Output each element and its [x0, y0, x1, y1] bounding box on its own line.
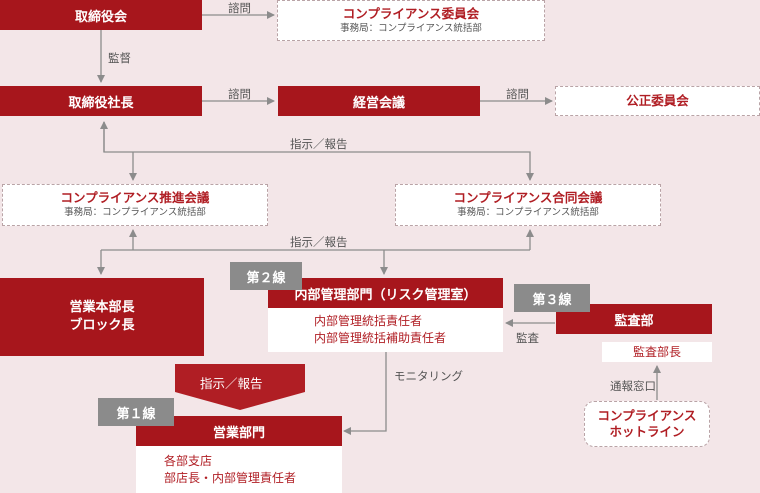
- promotion-meeting-title: コンプライアンス推進会議: [60, 190, 210, 205]
- instruct-report-label-1: 指示／報告: [290, 137, 348, 151]
- line3-label: 第３線: [532, 292, 572, 308]
- sales-dept-line2: 部店長・内部管理責任者: [164, 470, 297, 485]
- internal-control-body: 内部管理統括責任者 内部管理統括補助責任者: [268, 308, 503, 352]
- management-meeting-label: 経営会議: [352, 95, 405, 111]
- internal-control-line1: 内部管理統括責任者: [314, 314, 423, 328]
- sales-dept-title: 営業部門: [212, 425, 265, 441]
- internal-control-title: 内部管理部門（リスク管理室）: [294, 287, 477, 303]
- joint-meeting-box: コンプライアンス合同会議 事務局：コンプライアンス統括部: [395, 184, 661, 226]
- instruct-report-label-2: 指示／報告: [290, 235, 348, 249]
- hotline-line2: ホットライン: [609, 424, 685, 439]
- internal-control-header: 内部管理部門（リスク管理室）: [268, 278, 503, 308]
- board-label: 取締役会: [74, 9, 127, 25]
- arrow-monitoring: [343, 352, 387, 435]
- sales-dept-line1: 各部支店: [164, 453, 213, 468]
- line2-tag: 第２線: [230, 262, 302, 290]
- internal-control-line2: 内部管理統括補助責任者: [314, 331, 447, 345]
- president-box: 取締役社長: [0, 86, 202, 116]
- management-meeting-box: 経営会議: [278, 86, 480, 116]
- compliance-committee-box: コンプライアンス委員会 事務局：コンプライアンス統括部: [277, 0, 545, 41]
- audit-head-label: 監査部長: [632, 344, 681, 359]
- instruct-report-big-arrow: [175, 364, 305, 410]
- instruct-report-label-3: 指示／報告: [200, 376, 263, 391]
- compliance-committee-sub: 事務局：コンプライアンス統括部: [340, 22, 482, 34]
- supervise-label: 監督: [108, 51, 131, 65]
- president-label: 取締役社長: [68, 95, 134, 111]
- audit-head-box: 監査部長: [602, 342, 712, 362]
- consult-label-3: 諮問: [506, 87, 529, 101]
- promotion-meeting-sub: 事務局：コンプライアンス統括部: [64, 207, 206, 218]
- hotline-line1: コンプライアンス: [597, 408, 697, 423]
- board-box: 取締役会: [0, 0, 202, 30]
- whistle-window-label: 通報窓口: [610, 379, 656, 393]
- sales-dept-body: 各部支店 部店長・内部管理責任者: [136, 446, 342, 493]
- promotion-meeting-box: コンプライアンス推進会議 事務局：コンプライアンス統括部: [2, 184, 268, 226]
- hotline-box: コンプライアンス ホットライン: [584, 401, 710, 447]
- compliance-committee-title: コンプライアンス委員会: [342, 5, 480, 21]
- audit-title: 監査部: [614, 313, 654, 329]
- sales-hq-line2: ブロック長: [69, 318, 135, 333]
- line1-tag: 第１線: [98, 398, 174, 426]
- fairness-committee-label: 公正委員会: [626, 93, 689, 108]
- sales-hq-box: 営業本部長 ブロック長: [0, 278, 204, 356]
- fairness-committee-box: 公正委員会: [555, 86, 760, 116]
- sales-hq-line1: 営業本部長: [69, 300, 135, 315]
- joint-meeting-title: コンプライアンス合同会議: [453, 190, 603, 205]
- joint-meeting-sub: 事務局：コンプライアンス統括部: [457, 207, 599, 218]
- line2-label: 第２線: [246, 270, 286, 286]
- audit-label: 監査: [516, 331, 539, 345]
- consult-label-2: 諮問: [228, 87, 251, 101]
- line3-tag: 第３線: [514, 284, 590, 312]
- consult-label-1: 諮問: [228, 1, 251, 15]
- line1-label: 第１線: [116, 406, 156, 422]
- monitoring-label: モニタリング: [394, 369, 463, 383]
